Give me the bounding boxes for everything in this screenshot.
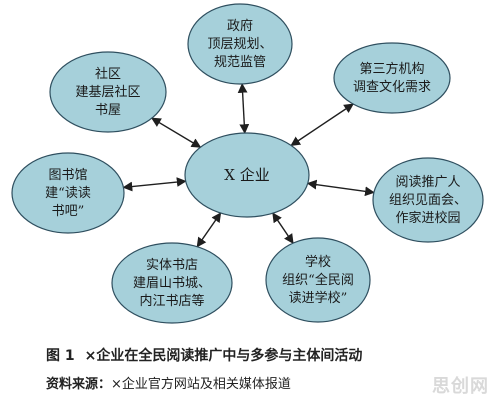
node-label-line: 作家进校园: [395, 210, 460, 226]
arrow-school: [272, 212, 294, 244]
center-label: X 企业: [224, 166, 269, 184]
node-label-line: 建“读读: [45, 186, 91, 201]
arrow-bookstore: [196, 212, 222, 248]
node-label-line: 组织见面会、: [389, 193, 467, 208]
node-label-line: 第三方机构: [359, 61, 424, 77]
arrow-community: [151, 117, 202, 148]
stakeholder-diagram: 政府顶层规划、规范监管第三方机构调查文化需求阅读推广人组织见面会、作家进校园学校…: [11, 3, 484, 324]
node-ellipse: [333, 42, 451, 114]
node-label-line: 顶层规划、: [207, 37, 272, 52]
figure-title: ×企业在全民阅读推广中与多参与主体间活动: [84, 348, 363, 364]
arrow-third-party: [290, 103, 354, 147]
node-label-line: 调查文化需求: [353, 80, 431, 95]
node-ellipse: [187, 3, 293, 85]
node-label-line: 书屋: [95, 103, 121, 118]
center-ellipse: [184, 132, 310, 218]
node-ellipse: [11, 152, 125, 234]
node-ellipse: [372, 157, 484, 243]
arrows-layer: [122, 82, 375, 248]
arrow-gov: [237, 82, 250, 135]
source-text: ×企业官方网站及相关媒体报道: [111, 377, 291, 392]
node-label-line: 内江书店等: [139, 293, 204, 309]
node-ellipse: [49, 51, 167, 133]
source-line: 资料来源：×企业官方网站及相关媒体报道: [46, 373, 291, 392]
arrow-reading-promoter: [306, 179, 375, 197]
node-label-line: 建眉山书城、: [133, 276, 211, 291]
source-label: 资料来源：: [46, 377, 112, 392]
nodes-layer: 政府顶层规划、规范监管第三方机构调查文化需求阅读推广人组织见面会、作家进校园学校…: [11, 3, 484, 324]
node-label-line: 实体书店: [146, 258, 198, 273]
node-label-line: 建基层社区: [75, 84, 140, 100]
node-ellipse: [111, 242, 233, 324]
node-label-line: 社区: [95, 66, 121, 82]
node-label-line: 阅读推广人: [395, 175, 460, 190]
center-layer: X 企业: [184, 132, 310, 218]
node-label-line: 书吧”: [52, 204, 85, 219]
node-label-line: 学校: [305, 254, 331, 270]
arrow-library: [122, 177, 187, 192]
figure-caption: 图 1 ×企业在全民阅读推广中与多参与主体间活动: [46, 345, 362, 365]
figure-number: 图 1: [46, 348, 75, 364]
node-ellipse: [265, 237, 371, 323]
node-label-line: 规范监管: [214, 55, 266, 70]
node-label-line: 政府: [227, 19, 253, 34]
node-label-line: 组织“全民阅: [282, 272, 354, 288]
watermark-logo: 思创网: [432, 376, 489, 397]
node-label-line: 读进学校”: [289, 290, 348, 306]
node-label-line: 图书馆: [48, 168, 87, 183]
